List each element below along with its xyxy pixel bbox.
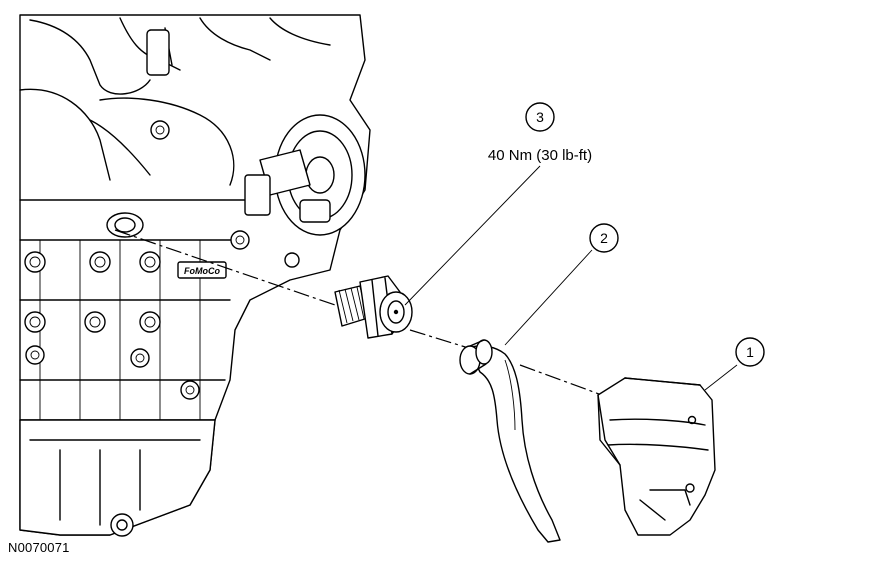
- assembly-centerline: [114, 229, 611, 399]
- fomoco-casting-mark: FoMoCo: [177, 261, 227, 279]
- leader-lines: [404, 165, 738, 391]
- callout-3-number: 3: [536, 109, 544, 125]
- callout-1-number: 1: [746, 344, 754, 360]
- figure-id-label: N0070071: [8, 540, 70, 555]
- callout-1: 1: [735, 337, 765, 367]
- sensor-part-3: [334, 275, 413, 339]
- callout-3: 3 40 Nm (30 lb-ft): [488, 102, 592, 164]
- connector-part-1: [597, 377, 716, 536]
- callout-2: 2: [589, 223, 619, 253]
- engine-block-illustration: FoMoCo: [19, 14, 371, 537]
- block-bolts: [24, 120, 300, 400]
- callout-2-number: 2: [600, 230, 608, 246]
- hose-part-2: [459, 339, 561, 543]
- fomoco-casting-text: FoMoCo: [184, 266, 220, 276]
- callout-3-torque-spec: 40 Nm (30 lb-ft): [488, 147, 592, 164]
